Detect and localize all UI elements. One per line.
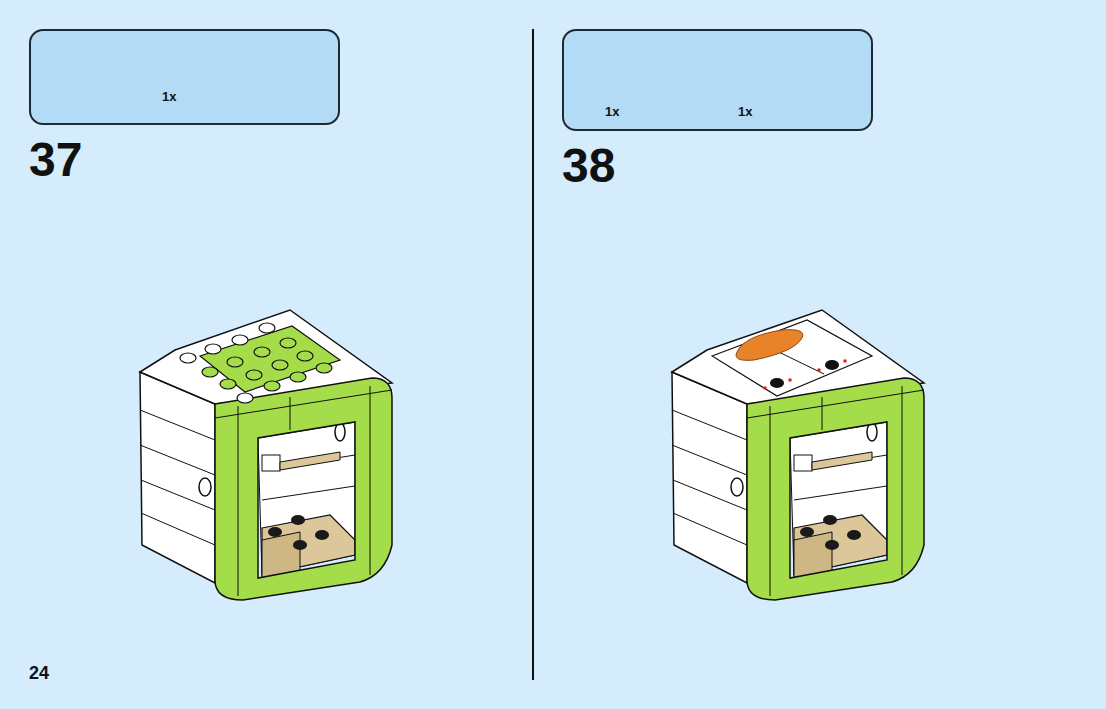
parts-panel: 1x 1x (562, 29, 873, 131)
step-number: 37 (29, 136, 82, 184)
page-number: 24 (29, 664, 49, 682)
part-quantity: 1x (162, 89, 176, 104)
part-quantity: 1x (738, 104, 752, 119)
parts-panel: 1x (29, 29, 340, 125)
part-quantity: 1x (605, 104, 619, 119)
step-number: 38 (562, 142, 615, 190)
